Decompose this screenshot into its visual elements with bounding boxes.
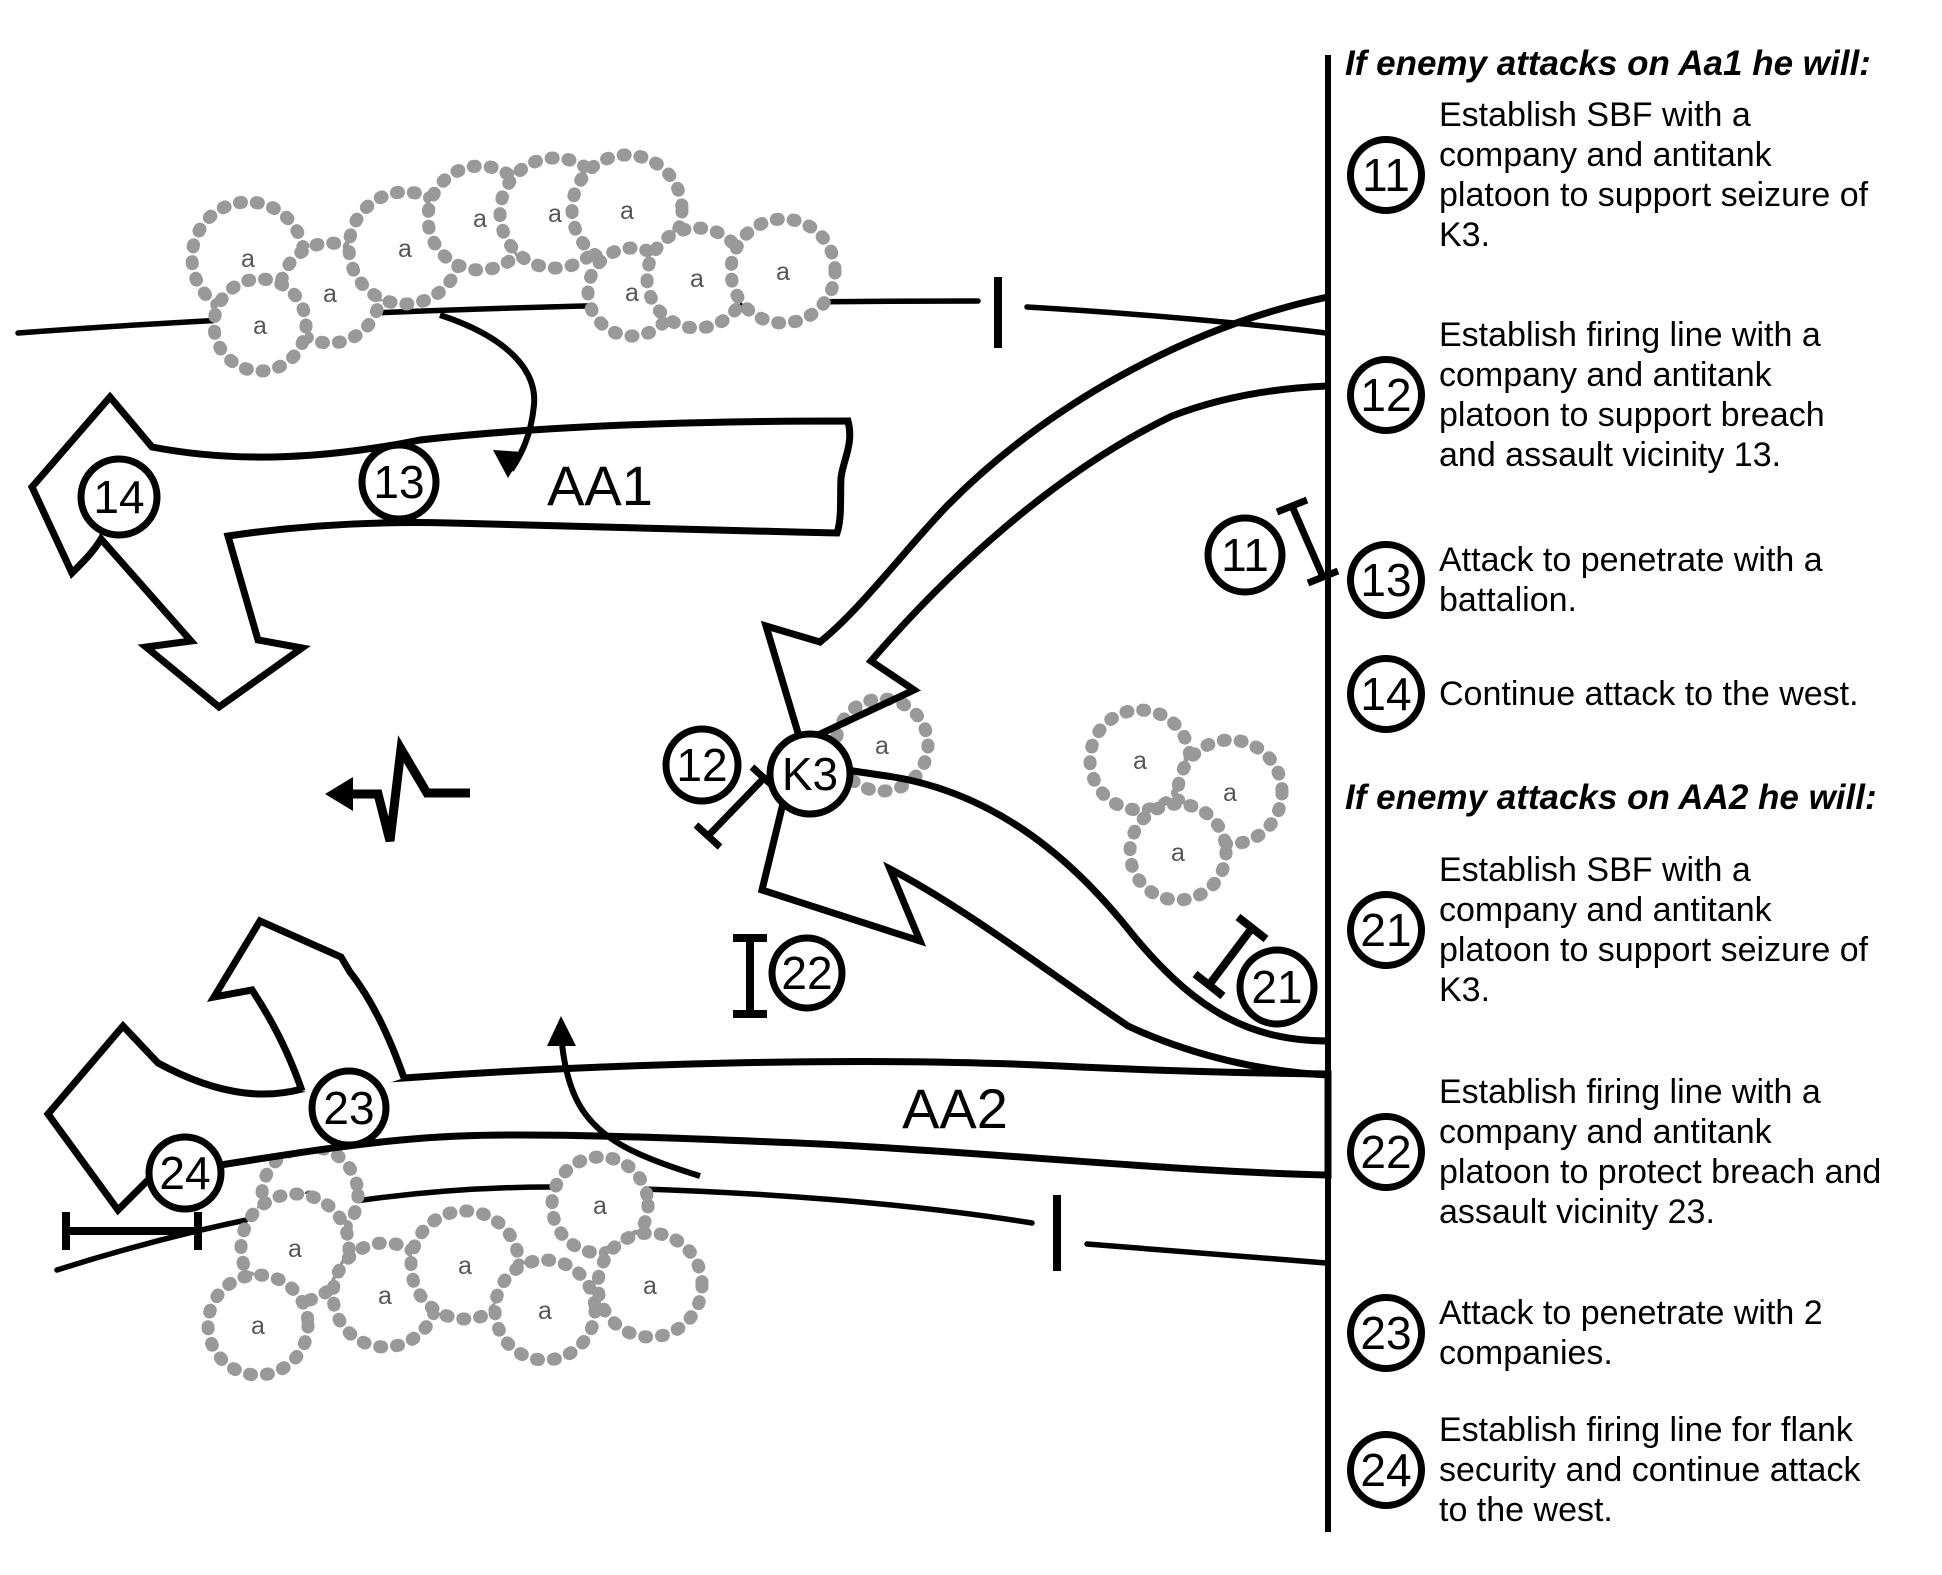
tree-icon: a (591, 1226, 709, 1344)
svg-text:11: 11 (1221, 529, 1269, 581)
svg-text:a: a (620, 197, 634, 225)
svg-text:a: a (593, 1192, 607, 1220)
legend-num-12: 12 (1347, 356, 1425, 434)
svg-text:21: 21 (1251, 961, 1302, 1013)
svg-text:a: a (875, 732, 889, 760)
legend-item-23: 23 Attack to penetrate with 2 companies. (1347, 1293, 1932, 1373)
tree-icon: a (201, 1268, 315, 1382)
arrowhead-icon (493, 450, 524, 478)
svg-text:22: 22 (781, 947, 832, 999)
legend-num-24: 24 (1347, 1431, 1425, 1509)
legend-num-22: 22 (1347, 1113, 1425, 1191)
svg-text:a: a (253, 312, 267, 340)
legend-item-12: 12 Establish firing line with a company … (1347, 315, 1932, 475)
legend-item-13: 13 Attack to penetrate with a battalion. (1347, 540, 1932, 620)
svg-text:12: 12 (676, 739, 727, 791)
map-marker-23: 23 (308, 1067, 390, 1149)
svg-text:14: 14 (93, 471, 144, 523)
map-marker-14: 14 (77, 455, 161, 539)
arrowhead-icon (547, 1016, 576, 1046)
svg-text:a: a (643, 1272, 657, 1300)
svg-text:13: 13 (373, 456, 424, 508)
obstacle-bar-21 (1192, 913, 1269, 1000)
tree-icon: a (488, 1253, 602, 1367)
map-marker-11: 11 (1204, 514, 1286, 596)
fix-zigzag-symbol (325, 735, 470, 843)
svg-text:a: a (625, 279, 639, 307)
map-marker-22: 22 (768, 934, 846, 1012)
svg-text:24: 24 (159, 1147, 210, 1199)
tree-icon: a (724, 212, 842, 330)
svg-text:a: a (241, 245, 255, 273)
legend-text-14: Continue attack to the west. (1439, 675, 1859, 713)
svg-text:23: 23 (323, 1082, 374, 1134)
svg-text:a: a (1223, 779, 1237, 807)
aa2-branch-arrow (206, 916, 408, 1093)
map-marker-k3: K3 (766, 730, 854, 818)
tree-cluster-east: a a a (1083, 703, 1289, 907)
aa2-label: AA2 (902, 1077, 1008, 1140)
aa2-attack-arrow (43, 1020, 1332, 1216)
legend-num-13: 13 (1347, 541, 1425, 619)
obstacle-bar-11 (1275, 496, 1340, 587)
tree-cluster-south: a a a a a a a a (201, 1140, 709, 1382)
legend-num-11: 11 (1347, 136, 1425, 214)
legend-text-22: Establish firing line with a company and… (1439, 1073, 1882, 1231)
legend-num-21: 21 (1347, 891, 1425, 969)
aa1-label: AA1 (547, 454, 653, 517)
map-marker-12: 12 (662, 725, 742, 805)
tree-icon: a (1123, 797, 1233, 907)
svg-text:a: a (398, 235, 412, 263)
legend-item-11: 11 Establish SBF with a company and anti… (1347, 95, 1932, 255)
svg-text:a: a (538, 1297, 552, 1325)
thin-arrow-south (547, 1016, 701, 1179)
header-aa2: If enemy attacks on AA2 he will: (1345, 778, 1877, 817)
legend-text-24: Establish firing line for flank security… (1439, 1411, 1861, 1529)
svg-text:K3: K3 (782, 748, 838, 800)
legend-item-21: 21 Establish SBF with a company and anti… (1347, 850, 1932, 1010)
enemy-arrow-to-k3-north (760, 293, 1329, 748)
svg-text:a: a (458, 1252, 472, 1280)
svg-text:a: a (251, 1312, 265, 1340)
arrowhead-icon (325, 777, 353, 811)
legend-item-14: 14 Continue attack to the west. (1347, 655, 1932, 733)
aa2-branch-arrow-fill (214, 921, 404, 1094)
legend-text-13: Attack to penetrate with a battalion. (1439, 541, 1823, 619)
north-road (15, 277, 1329, 348)
header-aa1: If enemy attacks on Aa1 he will: (1345, 44, 1871, 83)
svg-text:a: a (776, 258, 790, 286)
firing-line-22 (733, 934, 767, 1018)
legend-text-11: Establish SBF with a company and antitan… (1439, 96, 1869, 254)
svg-text:a: a (288, 1235, 302, 1263)
svg-text:a: a (690, 265, 704, 293)
tree-cluster-north: a a a a a a a a a a (185, 148, 842, 378)
map-marker-21: 21 (1236, 946, 1318, 1028)
tree-icon: a (545, 1150, 655, 1260)
legend-text-12: Establish firing line with a company and… (1439, 316, 1825, 474)
svg-text:a: a (1171, 839, 1185, 867)
legend-item-22: 22 Establish firing line with a company … (1347, 1072, 1932, 1232)
map-marker-13: 13 (358, 441, 440, 523)
legend-num-14: 14 (1347, 655, 1425, 733)
svg-text:a: a (1133, 747, 1147, 775)
legend-item-24: 24 Establish firing line for flank secur… (1347, 1410, 1932, 1530)
firing-line-24 (62, 1212, 202, 1250)
svg-text:a: a (473, 205, 487, 233)
svg-text:a: a (378, 1282, 392, 1310)
legend-text-23: Attack to penetrate with 2 companies. (1439, 1294, 1823, 1372)
aa1-attack-arrow (27, 391, 854, 712)
legend-num-23: 23 (1347, 1294, 1425, 1372)
legend-text-21: Establish SBF with a company and antitan… (1439, 851, 1869, 1009)
tree-icon: a (207, 272, 313, 378)
svg-text:a: a (323, 280, 337, 308)
thin-arrow-north (439, 312, 538, 478)
svg-text:a: a (548, 200, 562, 228)
map-marker-24: 24 (145, 1133, 225, 1213)
